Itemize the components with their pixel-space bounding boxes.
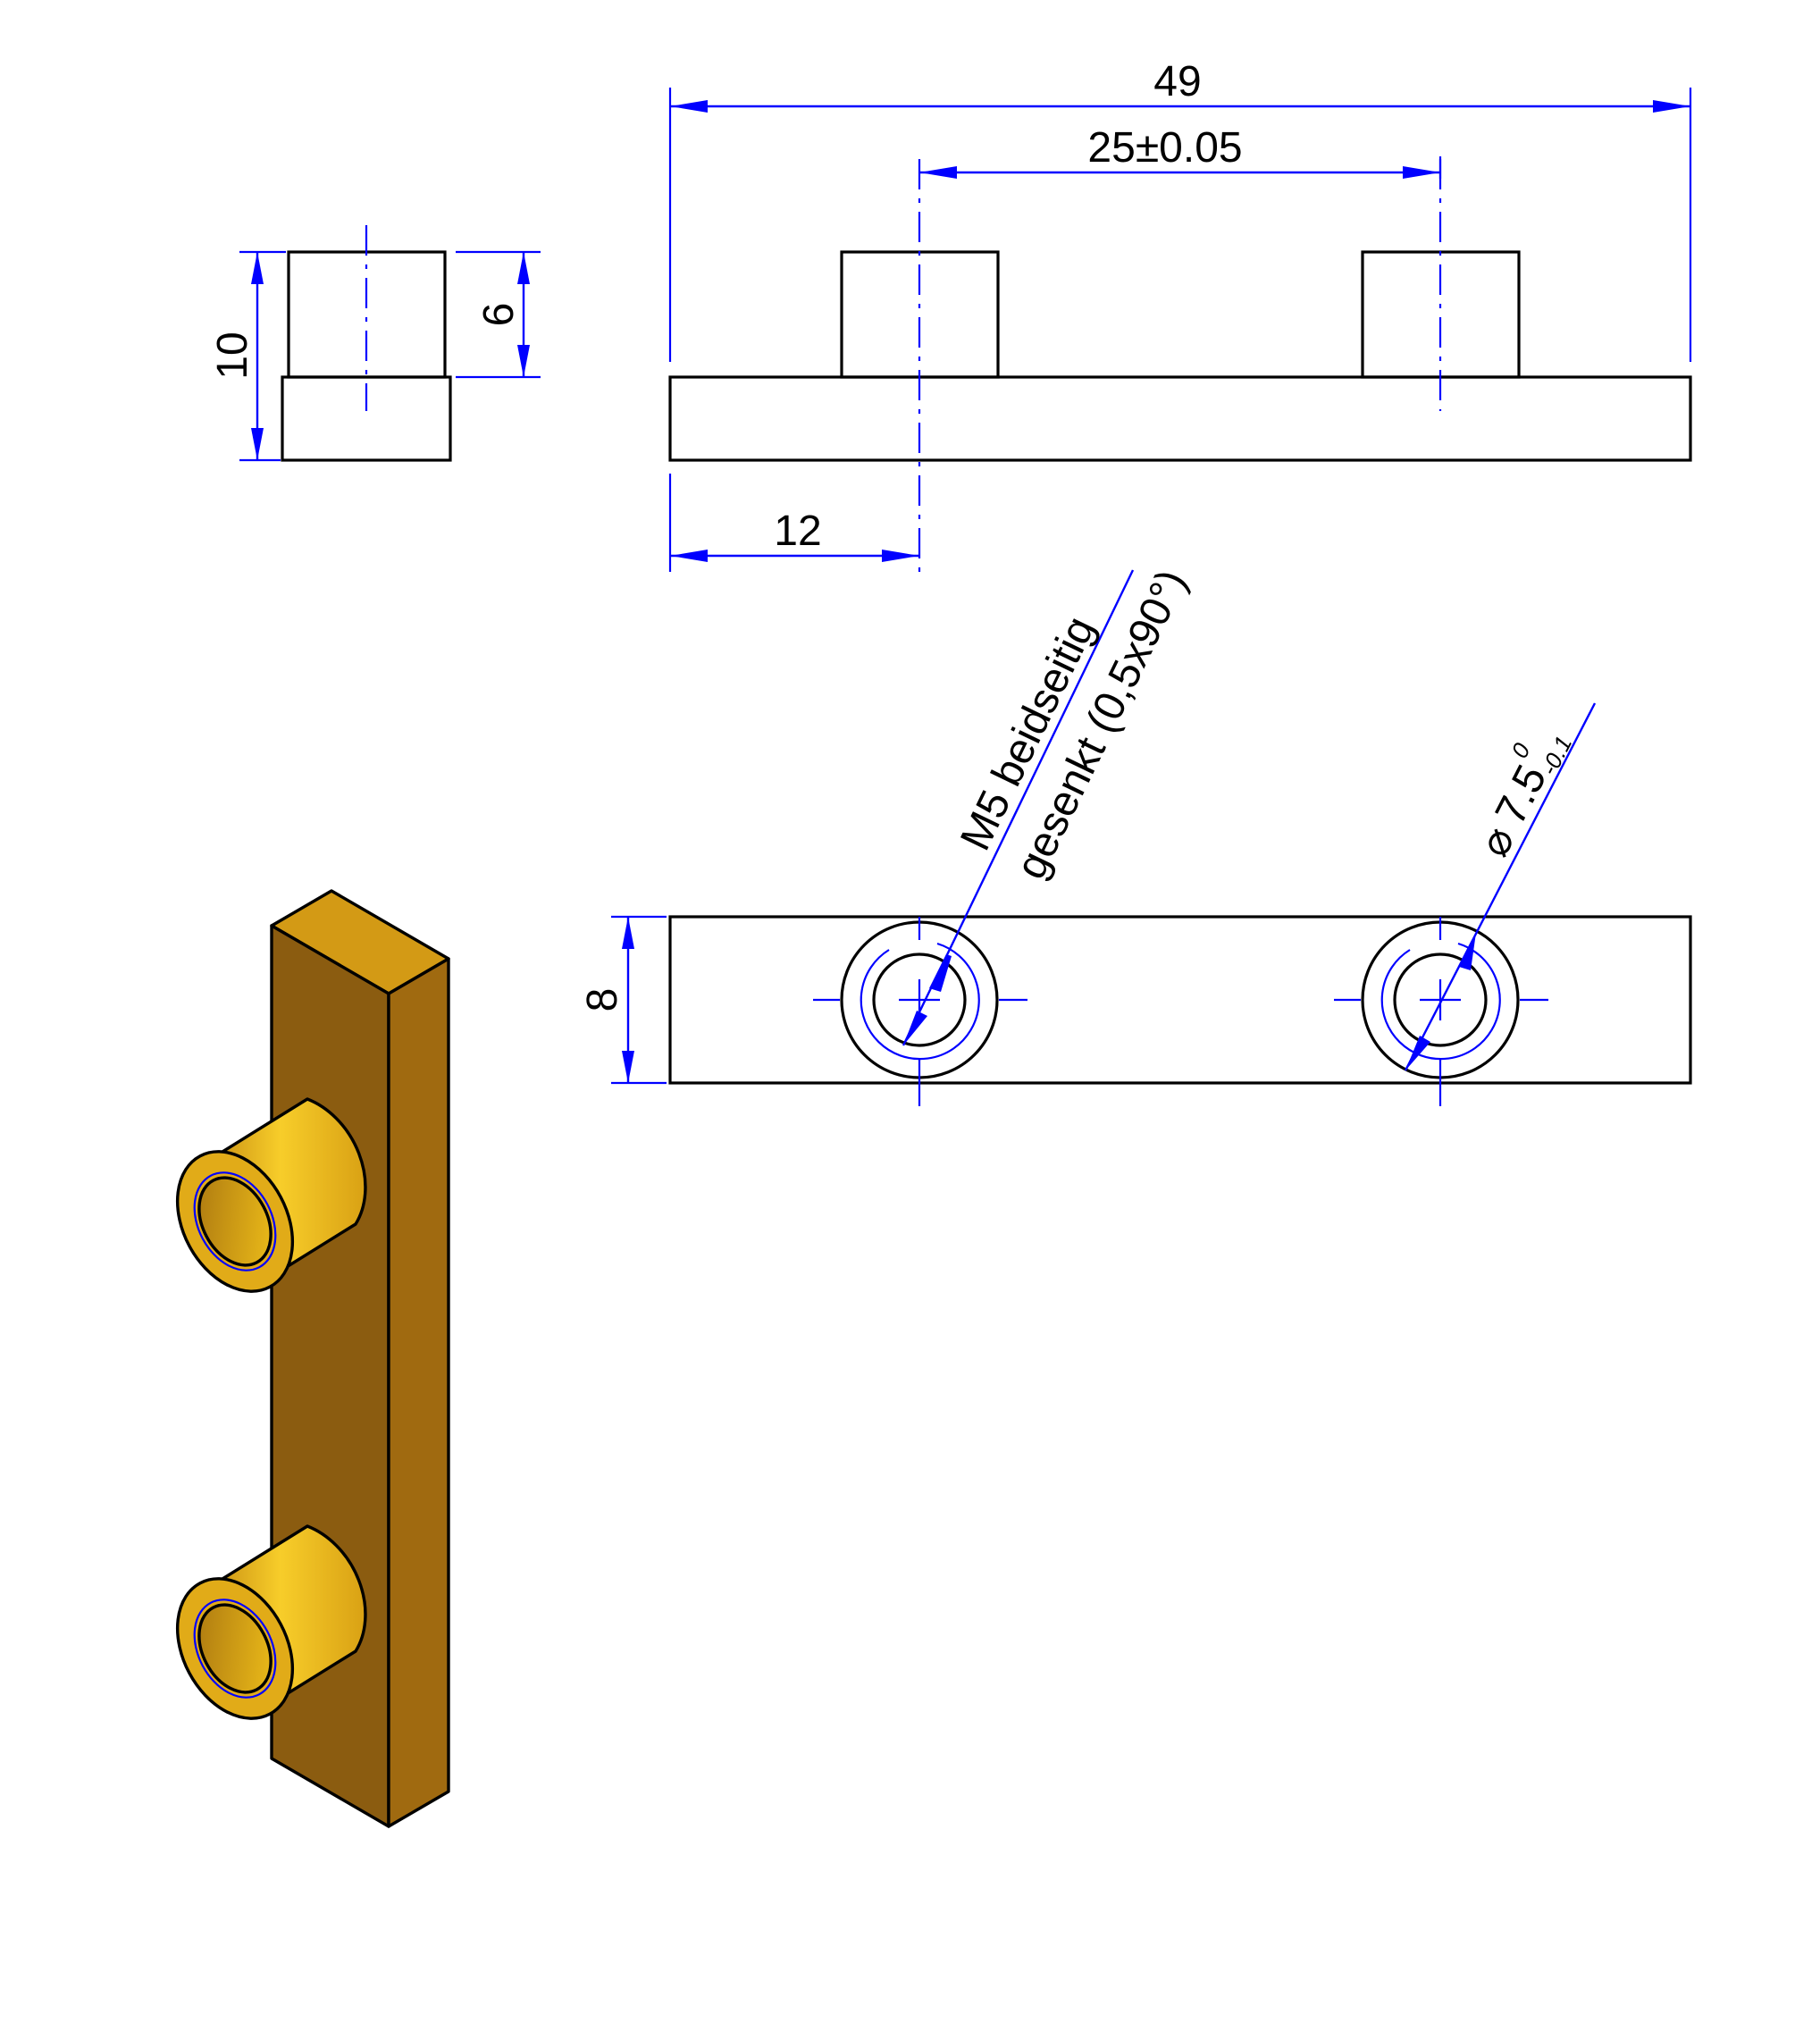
isometric-view <box>175 889 450 1828</box>
boss-tol-upper: 0 <box>1505 738 1536 762</box>
diameter-leader-line <box>1404 702 1597 1071</box>
top-view-boss-right <box>1334 917 1548 1106</box>
top-view-boss-left <box>813 917 1027 1106</box>
side-view-base <box>281 375 452 462</box>
dim-overall-length: 49 <box>1153 58 1201 105</box>
diameter-callout: ⌀ 7.5 0 -0.1 <box>1471 732 1578 864</box>
dim-edge-to-hole: 12 <box>774 508 821 555</box>
top-view-outline <box>668 915 1692 1085</box>
dim-width: 8 <box>579 988 626 1012</box>
front-view: 49 25±0.05 12 <box>668 58 1692 572</box>
dim-hole-spacing: 25±0.05 <box>1087 124 1242 172</box>
top-view: 8 M5 beidseitig gesenkt (0,5x90°) ⌀ 7.5 … <box>579 563 1692 1106</box>
iso-boss-upper <box>175 1097 367 1293</box>
iso-side-face <box>387 957 450 1828</box>
front-view-base <box>668 375 1692 462</box>
side-view: 10 6 <box>209 225 541 462</box>
iso-boss-lower <box>175 1524 367 1720</box>
dim-total-height: 10 <box>209 332 256 379</box>
dim-boss-height: 6 <box>475 303 523 327</box>
